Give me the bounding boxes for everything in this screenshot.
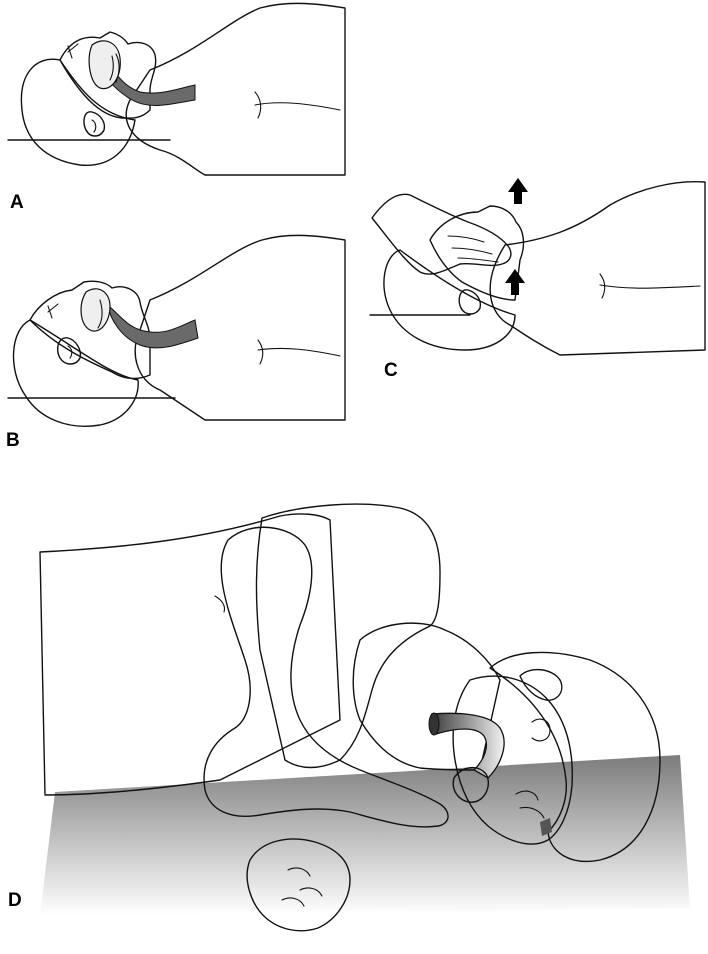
floor bbox=[40, 755, 690, 915]
lift-arrow-up bbox=[508, 178, 528, 204]
blanket bbox=[40, 514, 340, 795]
tongue bbox=[89, 41, 120, 89]
panel-label-d: D bbox=[8, 890, 22, 911]
panel-c: C bbox=[370, 178, 705, 381]
panel-d: D bbox=[8, 504, 690, 931]
head-hair bbox=[14, 320, 139, 426]
ear bbox=[520, 670, 562, 701]
panel-label-c: C bbox=[384, 360, 398, 381]
shirt bbox=[256, 504, 440, 767]
airway bbox=[108, 305, 198, 348]
panel-label-a: A bbox=[10, 192, 24, 213]
panel-label-b: B bbox=[6, 430, 20, 451]
torso bbox=[135, 235, 345, 420]
face bbox=[430, 206, 523, 300]
torso bbox=[126, 3, 345, 175]
ear bbox=[459, 290, 480, 314]
panel-a: A bbox=[8, 3, 345, 213]
torso bbox=[490, 182, 705, 355]
lift-arrow-jaw bbox=[505, 269, 525, 295]
tongue bbox=[81, 289, 110, 331]
panel-b: B bbox=[6, 235, 345, 451]
neck bbox=[353, 623, 500, 770]
